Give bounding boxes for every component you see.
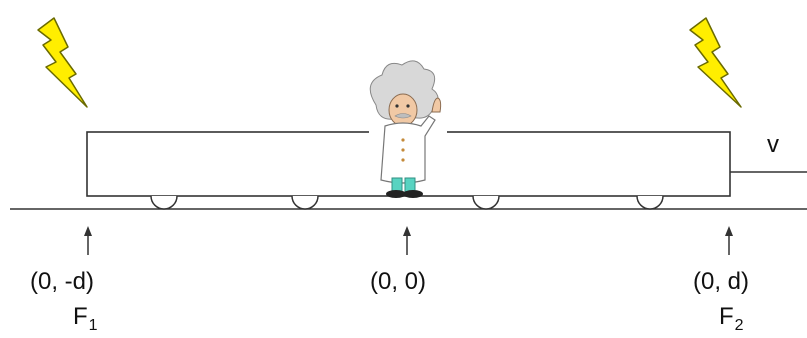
arrow-center [403,226,411,255]
flash-left-label: F1 [73,303,98,334]
wheel [291,195,319,210]
coord-left-label: (0, -d) [30,268,95,295]
wheel [636,195,664,210]
flash-right-label: F2 [719,303,744,334]
flash-left-main: F [73,303,88,330]
arrow-left [84,226,92,255]
arrow-right [725,226,733,255]
wheel [472,195,500,210]
lightning-bolt-left-icon [37,17,88,108]
wheel [150,195,178,210]
flash-right-subscript: 2 [734,317,744,334]
einstein-figure [369,60,447,198]
coord-right-label: (0, d) [693,268,750,295]
lightning-bolt-right-icon [689,17,742,108]
velocity-label: v [767,131,779,158]
flash-left-subscript: 1 [88,317,98,334]
flash-right-main: F [719,303,734,330]
coord-center-label: (0, 0) [370,268,427,295]
